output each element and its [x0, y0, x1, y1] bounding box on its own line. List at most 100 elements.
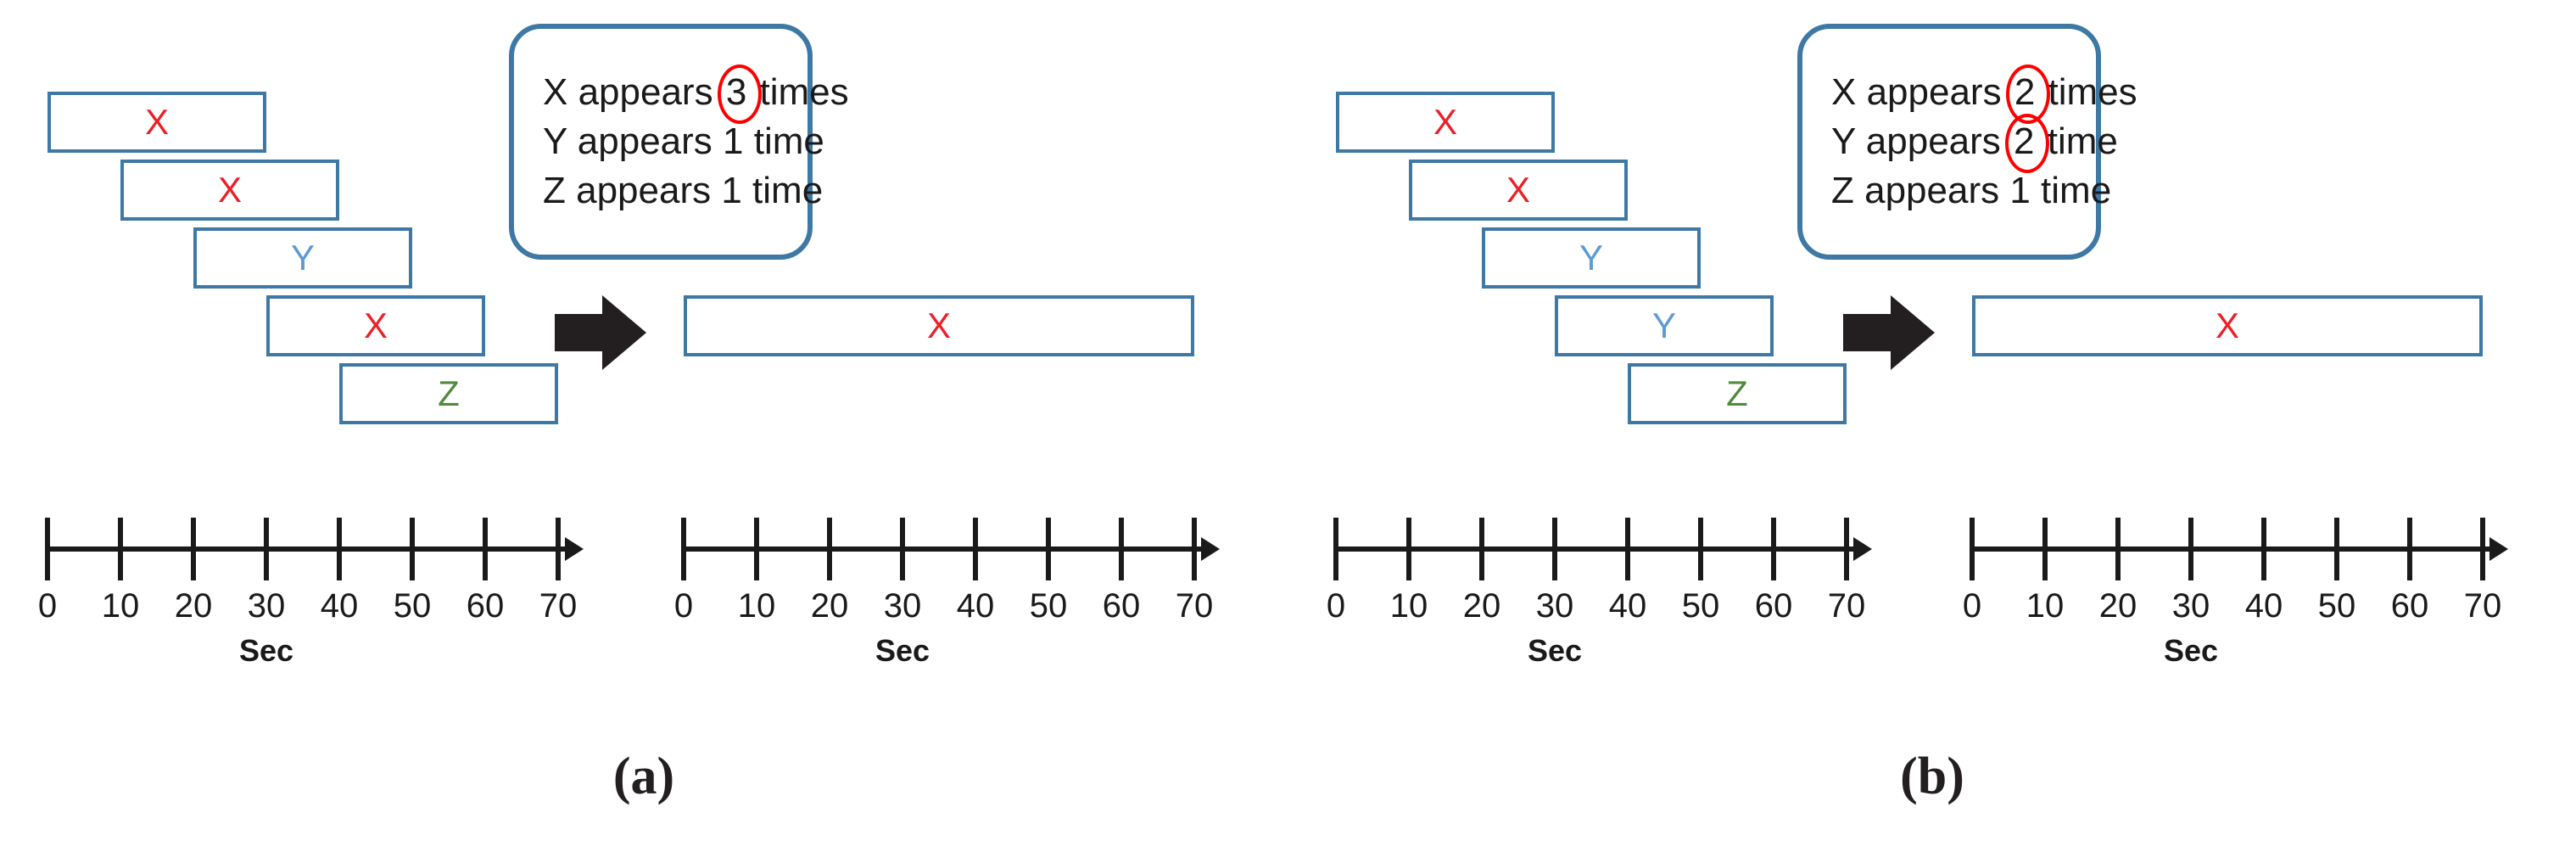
axis-arrowhead-icon [1853, 537, 1872, 561]
axis-tick-label: 60 [2390, 587, 2429, 625]
axis-tick-label: 50 [1029, 587, 1068, 625]
callout-count: 1 [721, 170, 742, 212]
input-bar[interactable]: X [266, 295, 485, 356]
axis-tick-label: 70 [539, 587, 578, 625]
axis-caption: Sec [1527, 633, 1583, 668]
input-bar[interactable]: X [1336, 92, 1555, 153]
callout-line: X appears 3 times [543, 64, 849, 124]
axis-tick-label: 10 [2026, 587, 2065, 625]
axis-tick-label: 20 [1462, 587, 1501, 625]
axis-tick [827, 518, 832, 580]
callout-text: Y appears [1831, 120, 2012, 162]
input-bar[interactable]: X [47, 92, 266, 153]
axis-tick-label: 10 [737, 587, 776, 625]
input-bar[interactable]: Y [1482, 227, 1701, 289]
axis-tick-label: 20 [2098, 587, 2137, 625]
axis-tick-label: 40 [2244, 587, 2283, 625]
axis-tick-label: 40 [956, 587, 995, 625]
axis-tick [410, 518, 415, 580]
bar-label: X [144, 102, 169, 142]
axis-tick-label: 0 [673, 587, 694, 625]
axis-tick [681, 518, 686, 580]
input-bar[interactable]: Y [1555, 295, 1774, 356]
output-bar[interactable]: X [684, 295, 1194, 356]
callout-count-highlighted: 3 [717, 64, 763, 124]
axis-tick [754, 518, 759, 580]
input-bar[interactable]: X [1409, 160, 1628, 221]
axis-arrowhead-icon [565, 537, 584, 561]
axis-tick-label: 20 [174, 587, 213, 625]
axis-tick-label: 30 [883, 587, 922, 625]
axis-tick-label: 60 [1754, 587, 1793, 625]
callout-text: Z appears [543, 170, 722, 212]
axis-tick [1625, 518, 1630, 580]
axis-tick [483, 518, 488, 580]
axis-tick [1119, 518, 1124, 580]
axis-tick [118, 518, 123, 580]
callout-count-highlighted: 2 [2005, 64, 2051, 124]
callout-line: X appears 2 times [1831, 64, 2137, 124]
callout-text: times [749, 70, 849, 113]
axis-tick-label: 40 [1608, 587, 1647, 625]
bar-label: X [2215, 305, 2239, 345]
output-bar[interactable]: X [1972, 295, 2483, 356]
callout-text: X appears [1831, 70, 2012, 113]
bar-label: X [926, 305, 951, 345]
callout-text: time [743, 120, 824, 162]
axis-tick [2480, 518, 2485, 580]
axis-line [1972, 547, 2495, 552]
axis-tick-label: 50 [1681, 587, 1720, 625]
axis-line [1336, 547, 1858, 552]
arrow-head [1891, 295, 1935, 370]
axis-tick [2042, 518, 2048, 580]
axis-tick [191, 518, 196, 580]
input-bar[interactable]: X [120, 160, 339, 221]
callout-line: Y appears 2 time [1831, 113, 2118, 174]
callout-text: Z appears [1831, 170, 2010, 212]
axis-tick-label: 40 [320, 587, 359, 625]
axis-tick [337, 518, 342, 580]
callout-line: Z appears 1 time [543, 166, 823, 216]
axis-tick-label: 20 [810, 587, 849, 625]
callout-text: times [2037, 70, 2137, 113]
axis-tick-label: 70 [2463, 587, 2502, 625]
callout-count: 1 [2009, 170, 2031, 212]
callout-line: Y appears 1 time [543, 117, 824, 166]
axis-tick [1046, 518, 1051, 580]
axis-tick-label: 0 [1326, 587, 1346, 625]
axis-tick [1771, 518, 1776, 580]
axis-caption: Sec [238, 633, 294, 668]
callout-count-highlighted: 2 [2005, 113, 2050, 174]
arrow-head [602, 295, 646, 370]
bar-label: Z [1726, 373, 1748, 413]
axis-caption: Sec [874, 633, 930, 668]
axis-arrowhead-icon [2489, 537, 2508, 561]
input-bar[interactable]: Z [339, 363, 558, 424]
axis-tick [1333, 518, 1338, 580]
callout-count: 1 [723, 120, 744, 162]
bar-label: Y [1651, 305, 1676, 345]
axis-tick-label: 50 [2317, 587, 2356, 625]
axis-tick [1844, 518, 1849, 580]
bar-label: Y [1579, 238, 1603, 277]
axis-tick-label: 30 [247, 587, 286, 625]
axis-arrowhead-icon [1201, 537, 1220, 561]
bar-label: X [363, 305, 388, 345]
callout-text: time [2037, 120, 2118, 162]
axis-caption: Sec [2163, 633, 2219, 668]
input-bar[interactable]: Z [1628, 363, 1847, 424]
input-bar[interactable]: Y [193, 227, 412, 289]
axis-tick [556, 518, 561, 580]
axis-tick [1552, 518, 1557, 580]
axis-tick [264, 518, 269, 580]
axis-tick [2407, 518, 2412, 580]
axis-tick [1479, 518, 1484, 580]
callout-text: time [741, 170, 824, 212]
